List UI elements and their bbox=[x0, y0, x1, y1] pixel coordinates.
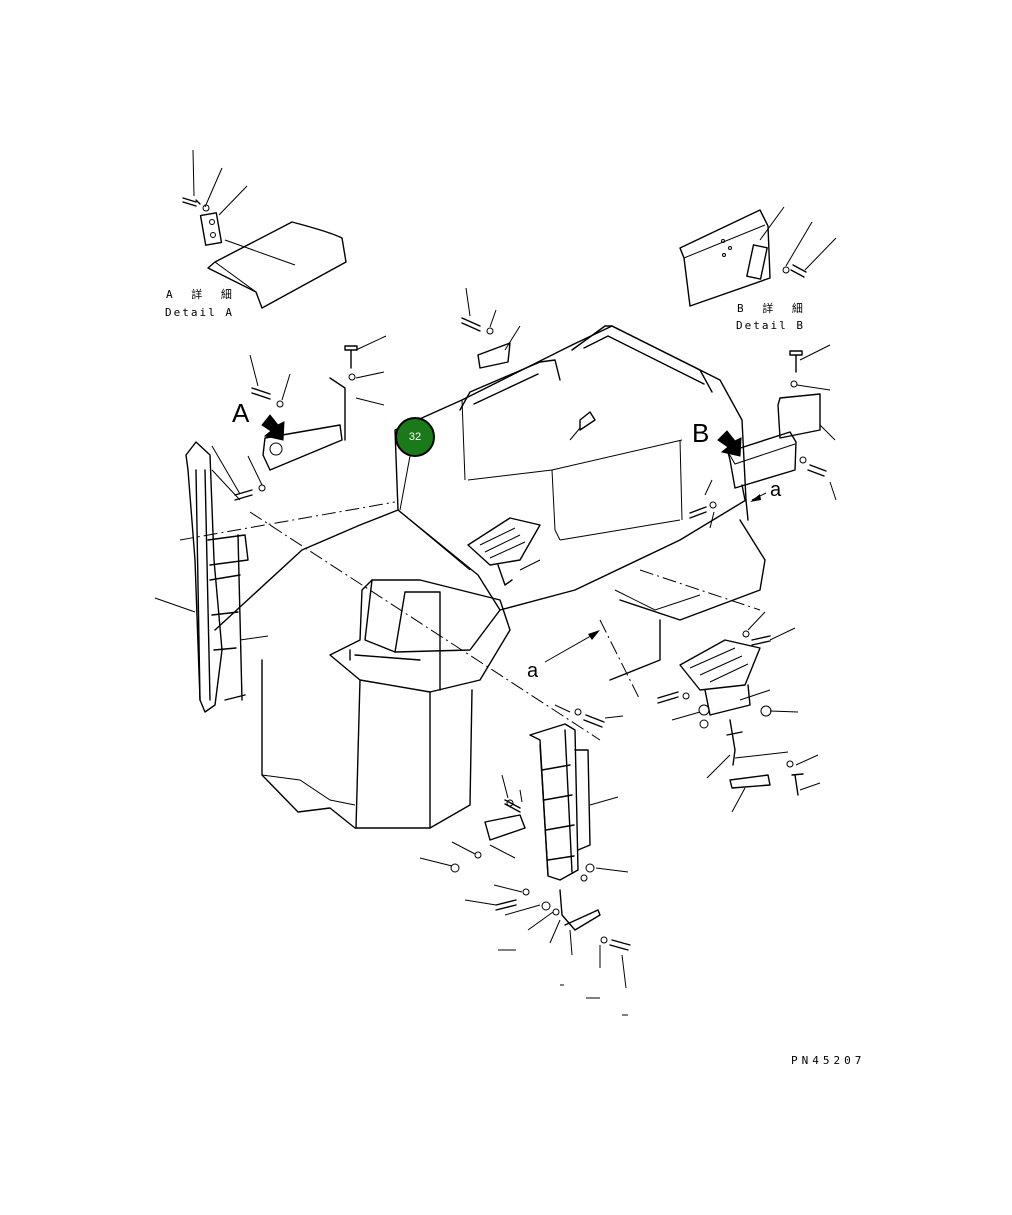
callout-marker[interactable]: 32 bbox=[395, 417, 435, 457]
detail-a-title-jp: A 詳 細 bbox=[166, 288, 238, 301]
arrow-a-upper-icon bbox=[750, 494, 761, 502]
detail-a-drawing bbox=[182, 149, 347, 309]
right-ladder bbox=[529, 723, 619, 881]
detail-b-drawing bbox=[679, 206, 837, 307]
detail-a-title-en: Detail A bbox=[165, 306, 234, 319]
fasteners bbox=[211, 287, 837, 1016]
arrow-a-icon bbox=[261, 414, 285, 441]
machine-body bbox=[179, 325, 766, 829]
arrow-b-icon bbox=[717, 430, 742, 457]
view-label-a-lower: a bbox=[527, 660, 539, 682]
detail-b-title-jp: B 詳 細 bbox=[737, 302, 809, 315]
part-number: PN45207 bbox=[791, 1054, 866, 1067]
view-arrows bbox=[261, 414, 767, 663]
arrow-a-lower-icon bbox=[588, 630, 600, 640]
view-label-b: B bbox=[692, 418, 710, 448]
view-label-a-upper: a bbox=[770, 479, 782, 501]
detail-b-title-en: Detail B bbox=[736, 319, 805, 332]
left-ladder bbox=[154, 441, 269, 713]
view-label-a: A bbox=[232, 398, 250, 428]
